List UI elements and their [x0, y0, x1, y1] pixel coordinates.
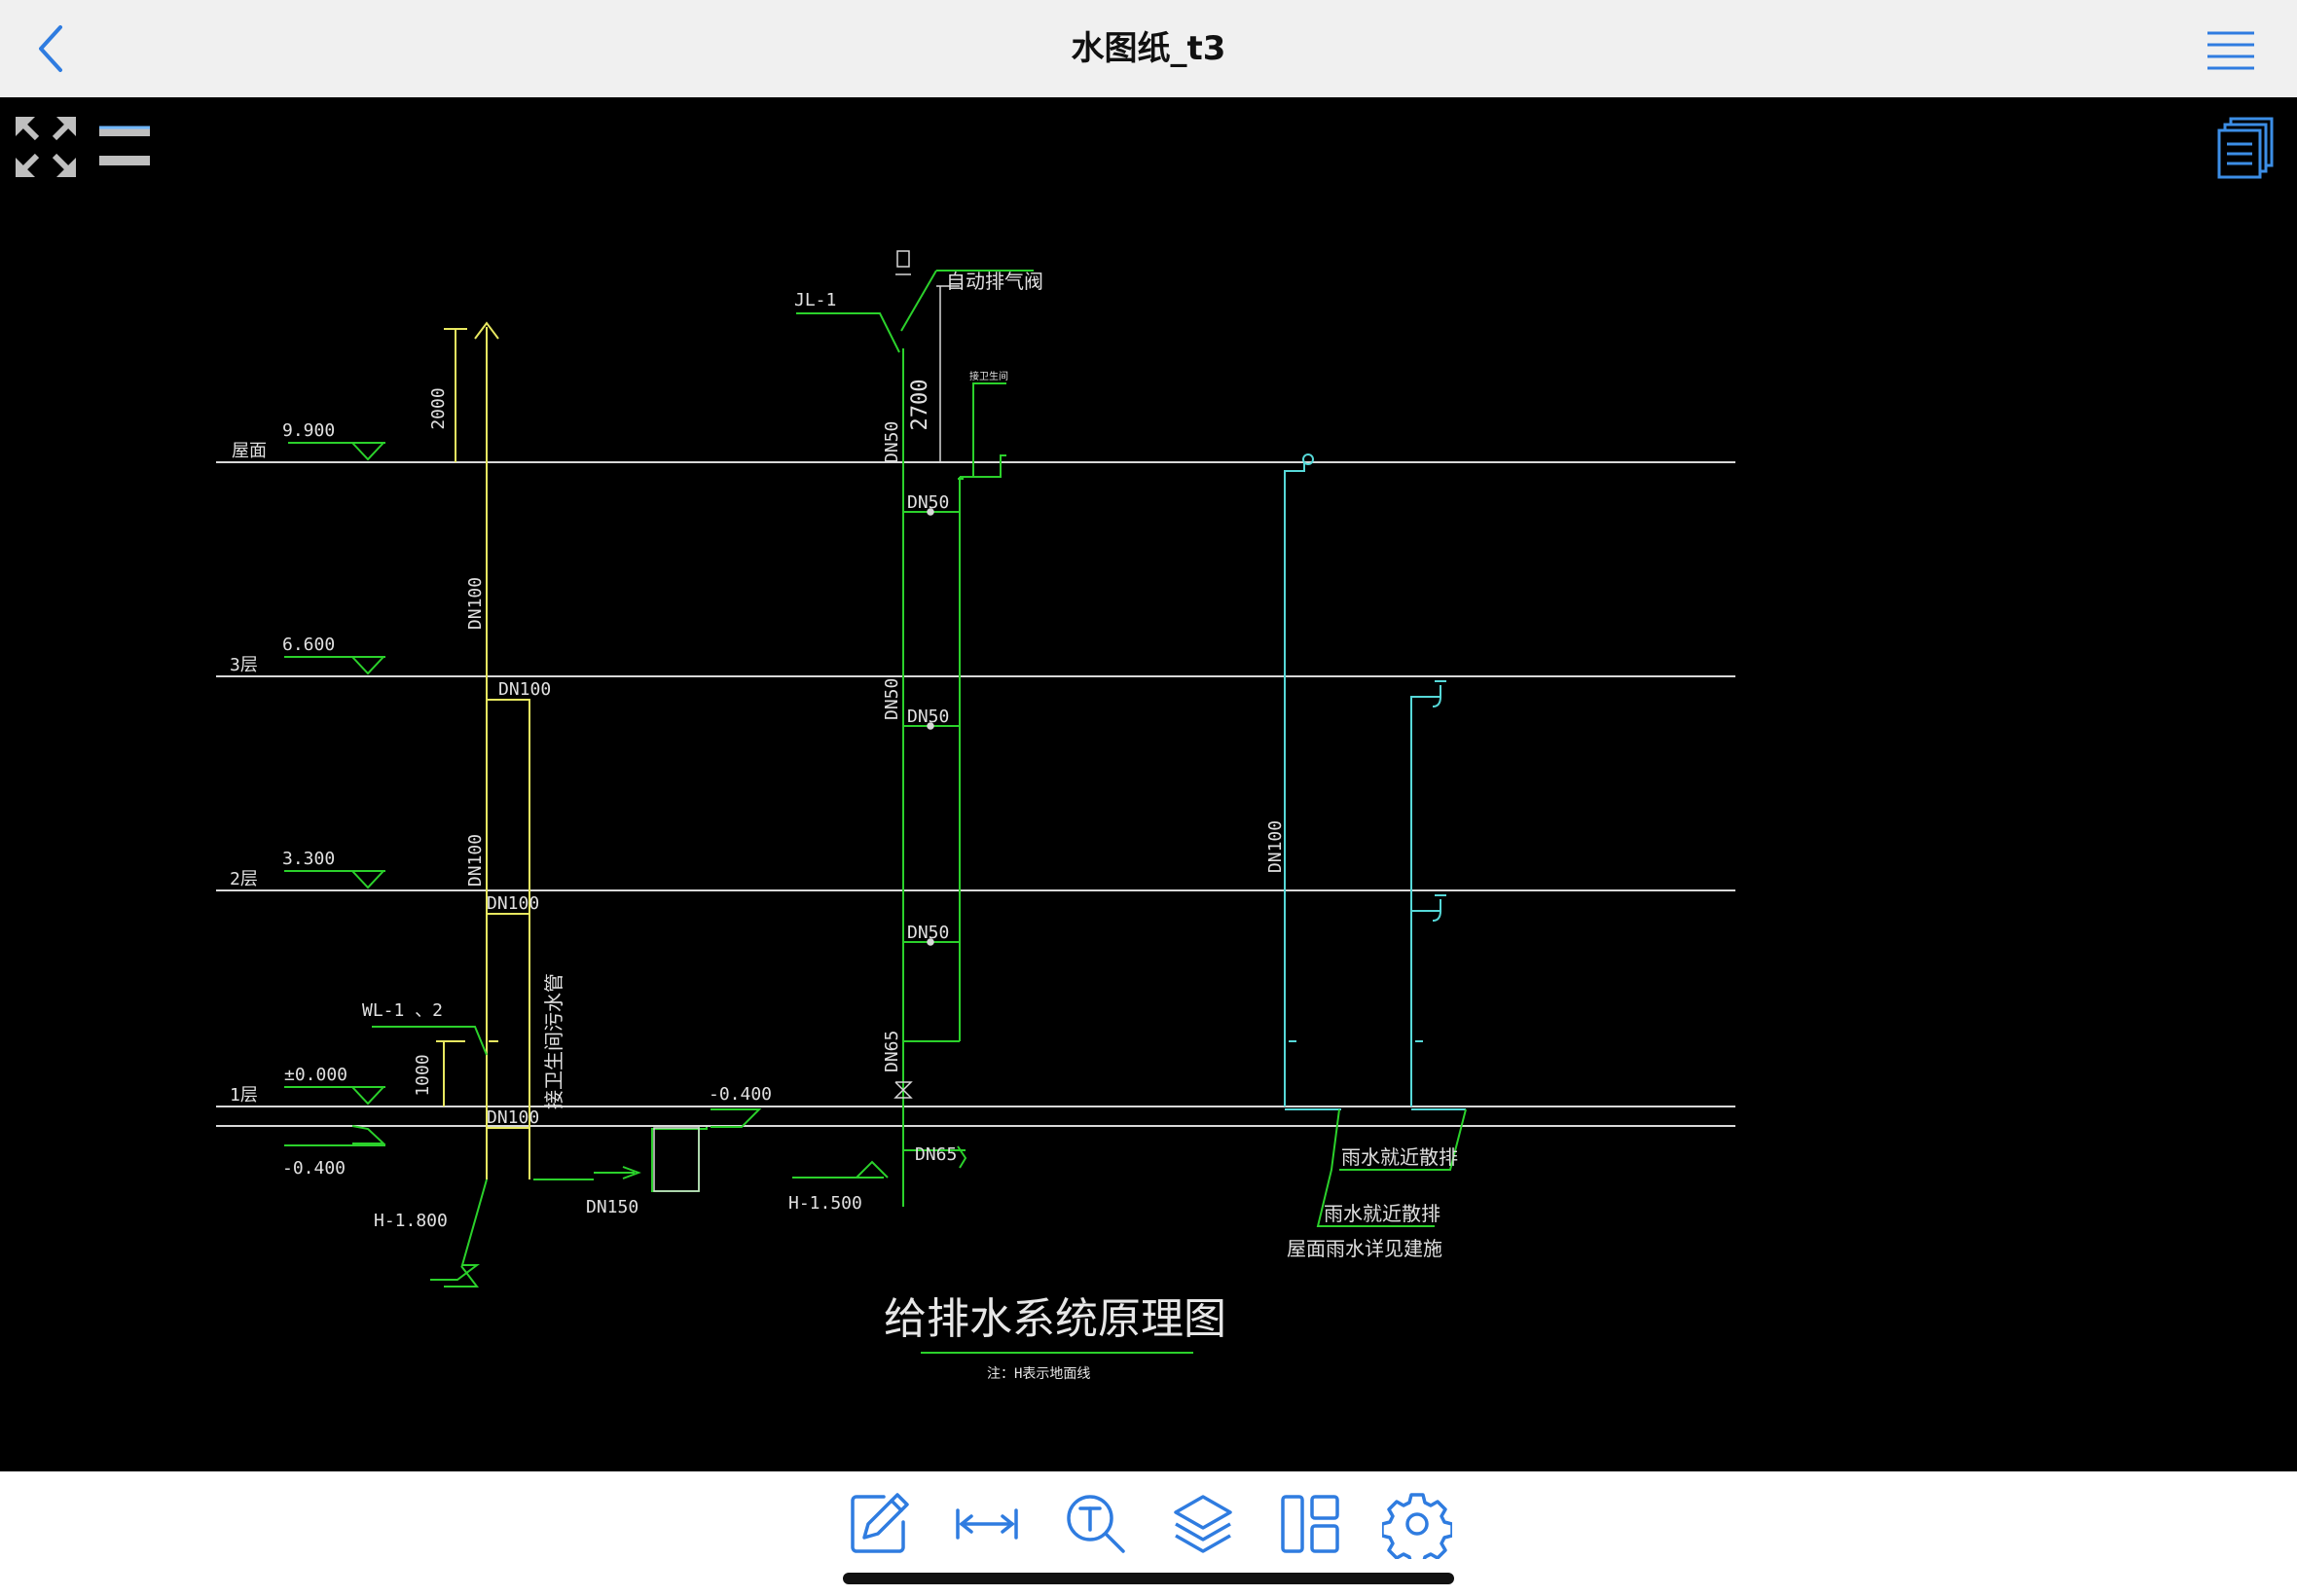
level-floor-label: 屋面: [232, 441, 267, 461]
pipe-size-label: DN100: [465, 577, 486, 630]
connection-note: 接卫生间污水管: [542, 973, 565, 1109]
drawing-note: 注：H表示地面线: [987, 1366, 1090, 1382]
pipe-size-label: DN100: [498, 679, 551, 700]
pipe-size-label: DN50: [882, 678, 902, 720]
level-elev-label: 6.600: [282, 635, 335, 655]
text-magnifier-icon: [1067, 1495, 1125, 1553]
pipe-size-label: DN100: [487, 1107, 539, 1128]
drain-note: 屋面雨水详见建施: [1287, 1237, 1442, 1260]
drawing-title: 给排水系统原理图: [884, 1294, 1226, 1344]
elevation-label: H-1.500: [788, 1193, 862, 1214]
drawing-list-button[interactable]: [2217, 117, 2276, 179]
level-floor-label: 2层: [230, 869, 258, 889]
drain-note: 雨水就近散排: [1324, 1202, 1440, 1225]
home-indicator[interactable]: [843, 1573, 1454, 1584]
dimension-label: 2700: [908, 380, 932, 431]
pipe-size-label: DN50: [882, 421, 902, 463]
drain-note: 雨水就近散排: [1341, 1145, 1458, 1169]
level-floor-label: 3层: [230, 655, 258, 675]
elevation-label: H-1.800: [374, 1211, 448, 1231]
layers-icon: [1174, 1495, 1232, 1553]
pipe-size-label: DN150: [586, 1197, 638, 1217]
pipe-size-label: DN100: [1265, 820, 1286, 873]
double-bar-icon: [99, 126, 150, 165]
level-elev-label: 3.300: [282, 849, 335, 869]
expand-arrows-icon: [16, 117, 76, 177]
chevron-left-icon: [39, 25, 62, 72]
back-button[interactable]: [29, 19, 97, 78]
layer-toggle-button[interactable]: [97, 121, 152, 171]
annotate-button[interactable]: [845, 1489, 915, 1559]
pipe-size-label: DN100: [465, 834, 486, 887]
elevation-label: -0.400: [709, 1084, 772, 1105]
valve-label: 自动排气阀: [946, 270, 1043, 293]
menu-button[interactable]: [2204, 25, 2258, 74]
settings-button[interactable]: [1380, 1489, 1454, 1567]
pipe-size-label: DN50: [907, 707, 949, 727]
text-search-button[interactable]: [1061, 1489, 1131, 1559]
pipe-size-label: DN100: [487, 893, 539, 914]
elevation-label: -0.400: [282, 1158, 346, 1179]
dimension-label: 1000: [413, 1054, 433, 1096]
pipe-size-label: DN50: [907, 492, 949, 513]
pipe-tag-label: JL-1: [794, 290, 836, 310]
pipe-size-label: DN50: [907, 923, 949, 943]
measure-button[interactable]: [952, 1489, 1022, 1559]
page-title: 水图纸_t3: [1071, 29, 1226, 68]
gear-icon: [1380, 1493, 1454, 1567]
stacked-pages-icon: [2217, 117, 2274, 179]
hamburger-menu-icon: [2207, 31, 2254, 70]
level-elev-label: ±0.000: [284, 1065, 347, 1085]
fullscreen-button[interactable]: [14, 115, 78, 179]
pipe-size-label: DN65: [882, 1031, 902, 1072]
pencil-edit-icon: [851, 1493, 909, 1553]
small-label: 接卫生间: [969, 370, 1008, 382]
dimension-arrow-icon: [956, 1508, 1018, 1540]
rain-pipe-1: [1284, 462, 1305, 1106]
top-bar: 水图纸_t3: [0, 0, 2297, 98]
layout-button[interactable]: [1275, 1489, 1345, 1559]
layout-panels-icon: [1281, 1495, 1339, 1553]
drawing-canvas[interactable]: 屋面 9.900 3层 6.600 2层 3.300 1层 ±0.000 -0.…: [0, 97, 2297, 1471]
cad-drawing: 屋面 9.900 3层 6.600 2层 3.300 1层 ±0.000 -0.…: [216, 250, 1735, 1382]
layers-button[interactable]: [1168, 1489, 1238, 1559]
level-floor-label: 1层: [230, 1085, 258, 1106]
pipe-size-label: DN65: [915, 1144, 957, 1165]
dimension-label: 2000: [428, 387, 449, 429]
pipe-tag-label: WL-1 、2: [362, 1000, 443, 1021]
level-elev-label: 9.900: [282, 420, 335, 441]
